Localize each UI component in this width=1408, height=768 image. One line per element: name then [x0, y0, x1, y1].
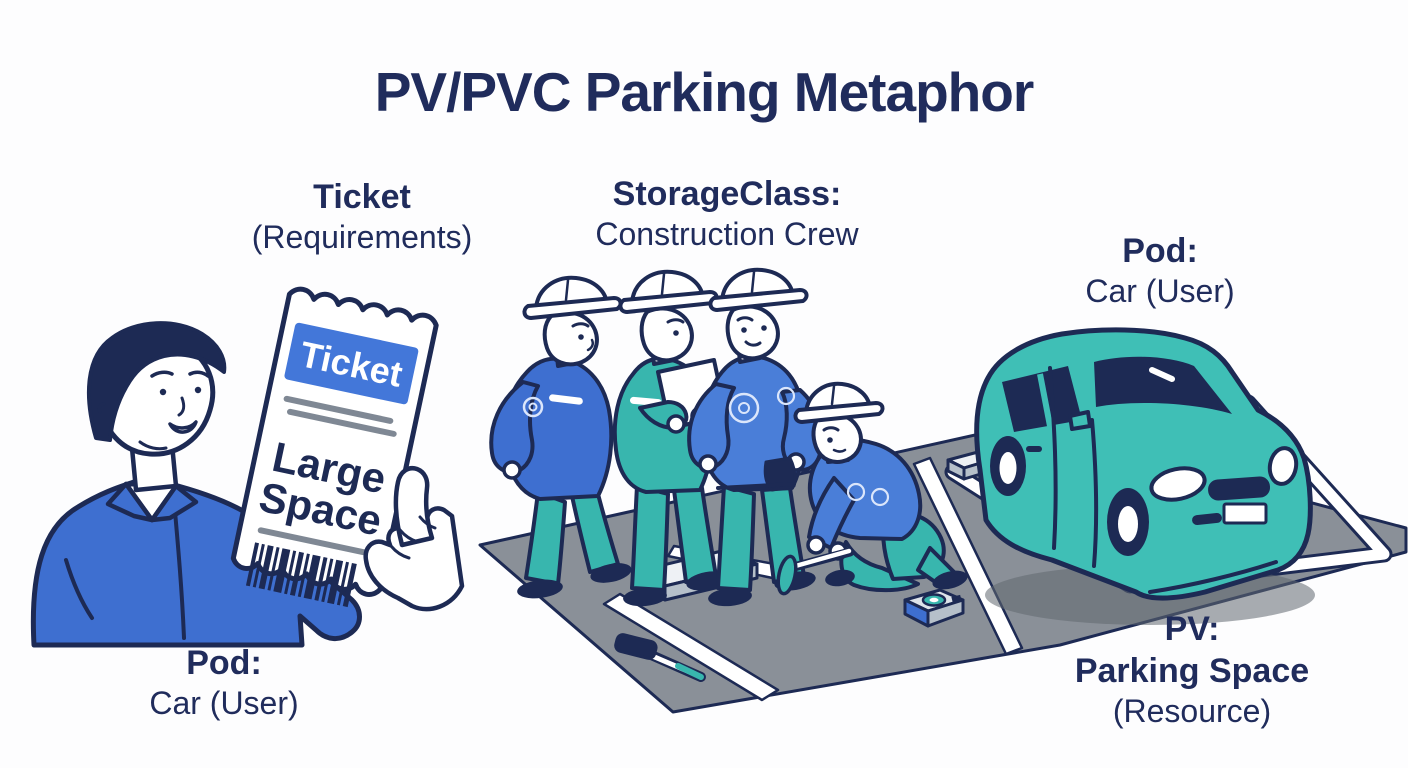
label-pod-top-heading: Pod: — [1122, 232, 1198, 270]
label-storageclass-heading: StorageClass: — [612, 175, 842, 213]
car-grille — [1208, 476, 1271, 501]
label-pv-heading2: Parking Space — [1074, 652, 1310, 690]
parking-stripe — [602, 592, 780, 702]
page-title: PV/PVC Parking Metaphor — [374, 61, 1035, 123]
car-headlight-left — [1149, 466, 1207, 502]
worker-2 — [612, 269, 728, 607]
label-pod-top-sub: Car (User) — [1085, 273, 1235, 309]
car-windshield — [1094, 356, 1232, 414]
worker-1 — [489, 275, 632, 599]
ticket-band — [284, 322, 419, 405]
mallet-icon — [614, 633, 706, 682]
car-headlight-right — [1267, 446, 1299, 486]
label-pod-bottom-heading: Pod: — [186, 644, 262, 682]
worker-3 — [687, 267, 824, 607]
label-pv-sub: (Resource) — [1112, 693, 1272, 729]
person-with-ticket — [30, 321, 362, 648]
label-pv: PV: Parking Space (Resource) — [1075, 608, 1309, 730]
person-hair — [86, 321, 227, 442]
person-hand — [363, 466, 465, 612]
car-mirror — [1068, 410, 1092, 431]
tape-measure-icon — [903, 588, 965, 628]
label-pod-bottom: Pod: Car (User) — [149, 642, 298, 722]
construction-crew — [489, 267, 968, 607]
ticket-illustration: Ticket Large Space — [230, 286, 439, 608]
worker-4-kneeling — [776, 381, 968, 596]
label-storageclass: StorageClass: Construction Crew — [595, 173, 858, 253]
person-thumb — [393, 466, 435, 548]
label-pv-heading: PV: — [1164, 610, 1220, 648]
car-license-plate — [1222, 502, 1268, 525]
label-ticket: Ticket (Requirements) — [252, 176, 473, 256]
label-ticket-sub: (Requirements) — [251, 219, 473, 255]
label-pod-top: Pod: Car (User) — [1085, 230, 1234, 310]
label-pod-bottom-sub: Car (User) — [149, 685, 299, 721]
car-door-handle — [1026, 446, 1042, 452]
label-ticket-heading: Ticket — [313, 178, 411, 216]
person-smile — [168, 420, 198, 434]
car-illustration — [974, 327, 1315, 625]
paint-roller — [776, 554, 798, 596]
ticket-barcode — [245, 542, 357, 608]
label-storageclass-sub: Construction Crew — [595, 216, 859, 252]
